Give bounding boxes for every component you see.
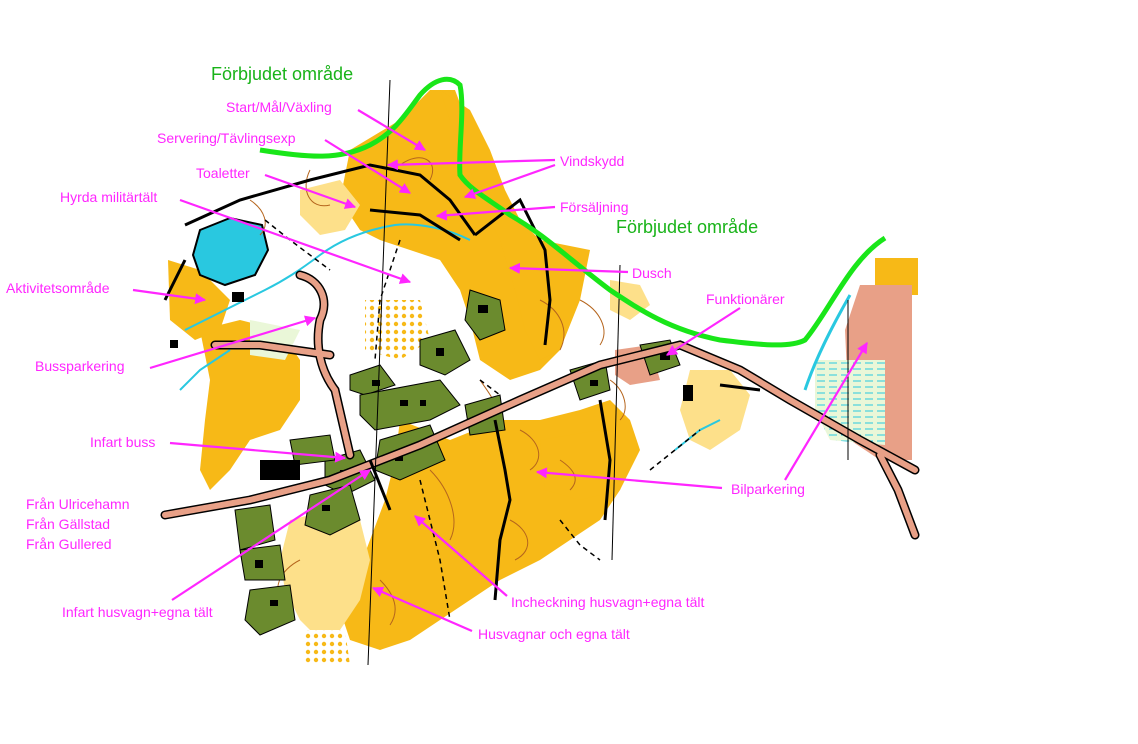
- label-forbidden-2: Förbjudet område: [616, 217, 758, 237]
- label-start: Start/Mål/Växling: [226, 99, 332, 115]
- label-forbidden-1: Förbjudet område: [211, 64, 353, 84]
- arrow-infart-husvagn: [171, 469, 371, 601]
- open-land-sw: [280, 510, 370, 640]
- buildings: [170, 292, 693, 606]
- arrow-vindskydd-2: [463, 163, 556, 199]
- map-labels: Förbjudet område Förbjudet område Start/…: [6, 64, 805, 642]
- arrow-funktionarer: [666, 307, 741, 356]
- label-incheckning: Incheckning husvagn+egna tält: [511, 594, 705, 610]
- arrow-hyrda: [179, 198, 412, 284]
- arrow-servering: [324, 139, 411, 194]
- arrow-husvagnar: [371, 586, 473, 633]
- annotation-arrows: [132, 109, 868, 633]
- label-fran-gullered: Från Gullered: [26, 536, 112, 552]
- arrow-aktivitet: [132, 288, 207, 305]
- arrow-bussparkering: [149, 315, 317, 370]
- rough-open-2: [305, 630, 350, 665]
- label-vindskydd: Vindskydd: [560, 153, 624, 169]
- pond: [191, 216, 270, 287]
- open-land-east: [440, 90, 590, 360]
- label-toaletter: Toaletter: [196, 165, 250, 181]
- label-fran-ulricehamn: Från Ulricehamn: [26, 496, 129, 512]
- arrow-bilparkering-2: [784, 342, 868, 481]
- light-open-east: [680, 370, 750, 450]
- arrow-start: [357, 109, 426, 151]
- label-hyrda: Hyrda militärtält: [60, 189, 157, 205]
- arrow-vindskydd-1: [386, 158, 556, 171]
- arrow-dusch: [508, 262, 629, 274]
- label-bilparkering: Bilparkering: [731, 481, 805, 497]
- label-dusch: Dusch: [632, 265, 672, 281]
- stream-west: [184, 223, 471, 331]
- label-fran-gallstad: Från Gällstad: [26, 516, 110, 532]
- arrow-forsaljning: [435, 205, 556, 221]
- arrow-bilparkering-1: [535, 467, 723, 490]
- map-terrain: [160, 79, 920, 666]
- arrow-incheckning: [414, 515, 508, 597]
- arrow-toaletter: [264, 173, 357, 209]
- label-forsaljning: Försäljning: [560, 199, 628, 215]
- label-infart-husvagn: Infart husvagn+egna tält: [62, 604, 213, 620]
- paved-roads-inner: [162, 272, 918, 538]
- dashed-paths: [264, 219, 701, 621]
- label-bussparkering: Bussparkering: [35, 358, 125, 374]
- stream-sw: [179, 349, 231, 391]
- arrow-infart-buss: [169, 441, 347, 463]
- label-funktionarer: Funktionärer: [706, 291, 785, 307]
- label-aktivitet: Aktivitetsområde: [6, 280, 110, 296]
- label-infart-buss: Infart buss: [90, 434, 155, 450]
- forbidden-boundary: [259, 76, 887, 348]
- label-husvagnar: Husvagnar och egna tält: [478, 626, 630, 642]
- stream-east: [803, 294, 852, 391]
- label-servering: Servering/Tävlingsexp: [157, 130, 296, 146]
